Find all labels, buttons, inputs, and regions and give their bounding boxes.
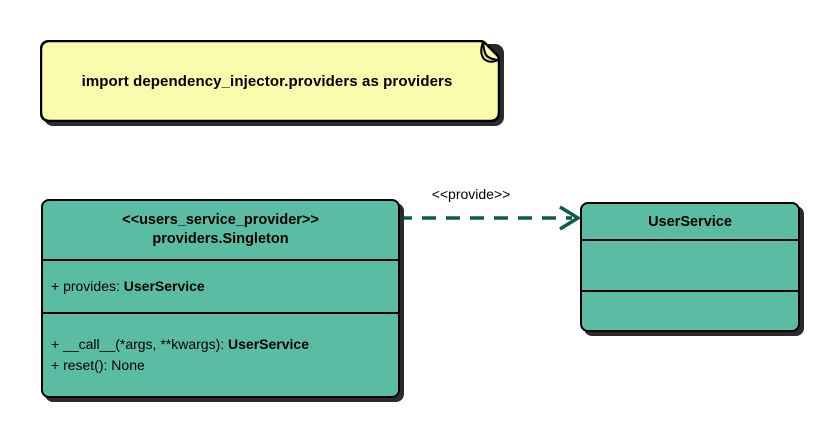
operation-row: + reset(): None	[51, 355, 398, 376]
class-name: providers.Singleton	[152, 231, 289, 247]
class-header: <<users_service_provider>> providers.Sin…	[43, 201, 398, 259]
attribute-type: UserService	[123, 278, 205, 294]
operation-label: + __call__(*args, **kwargs):	[51, 336, 229, 352]
class-header: UserService	[582, 204, 798, 239]
operation-label: + reset(): None	[51, 357, 145, 373]
class-box-user-service[interactable]: UserService	[580, 202, 804, 336]
attributes-compartment	[582, 239, 798, 290]
dependency-arrow-icon	[398, 205, 582, 231]
connector-label: <<provide>>	[431, 186, 511, 202]
import-note[interactable]: import dependency_injector.providers as …	[40, 40, 504, 126]
class-box-users-service-provider[interactable]: <<users_service_provider>> providers.Sin…	[41, 199, 404, 402]
class-body: UserService	[580, 202, 800, 332]
operation-row: + __call__(*args, **kwargs): UserService	[51, 334, 398, 355]
attributes-compartment: + provides: UserService	[43, 259, 398, 312]
attribute-row: + provides: UserService	[51, 276, 398, 297]
class-stereotype: <<users_service_provider>>	[122, 212, 319, 228]
note-shape	[40, 40, 500, 122]
operations-compartment: + __call__(*args, **kwargs): UserService…	[43, 312, 398, 396]
class-name: UserService	[648, 213, 732, 230]
provide-dependency-connector[interactable]: <<provide>>	[396, 186, 586, 232]
note-text: import dependency_injector.providers as …	[81, 72, 453, 90]
operation-type: UserService	[228, 336, 309, 352]
class-body: <<users_service_provider>> providers.Sin…	[41, 199, 400, 398]
attribute-label: + provides:	[51, 278, 124, 294]
operations-compartment	[582, 290, 798, 330]
